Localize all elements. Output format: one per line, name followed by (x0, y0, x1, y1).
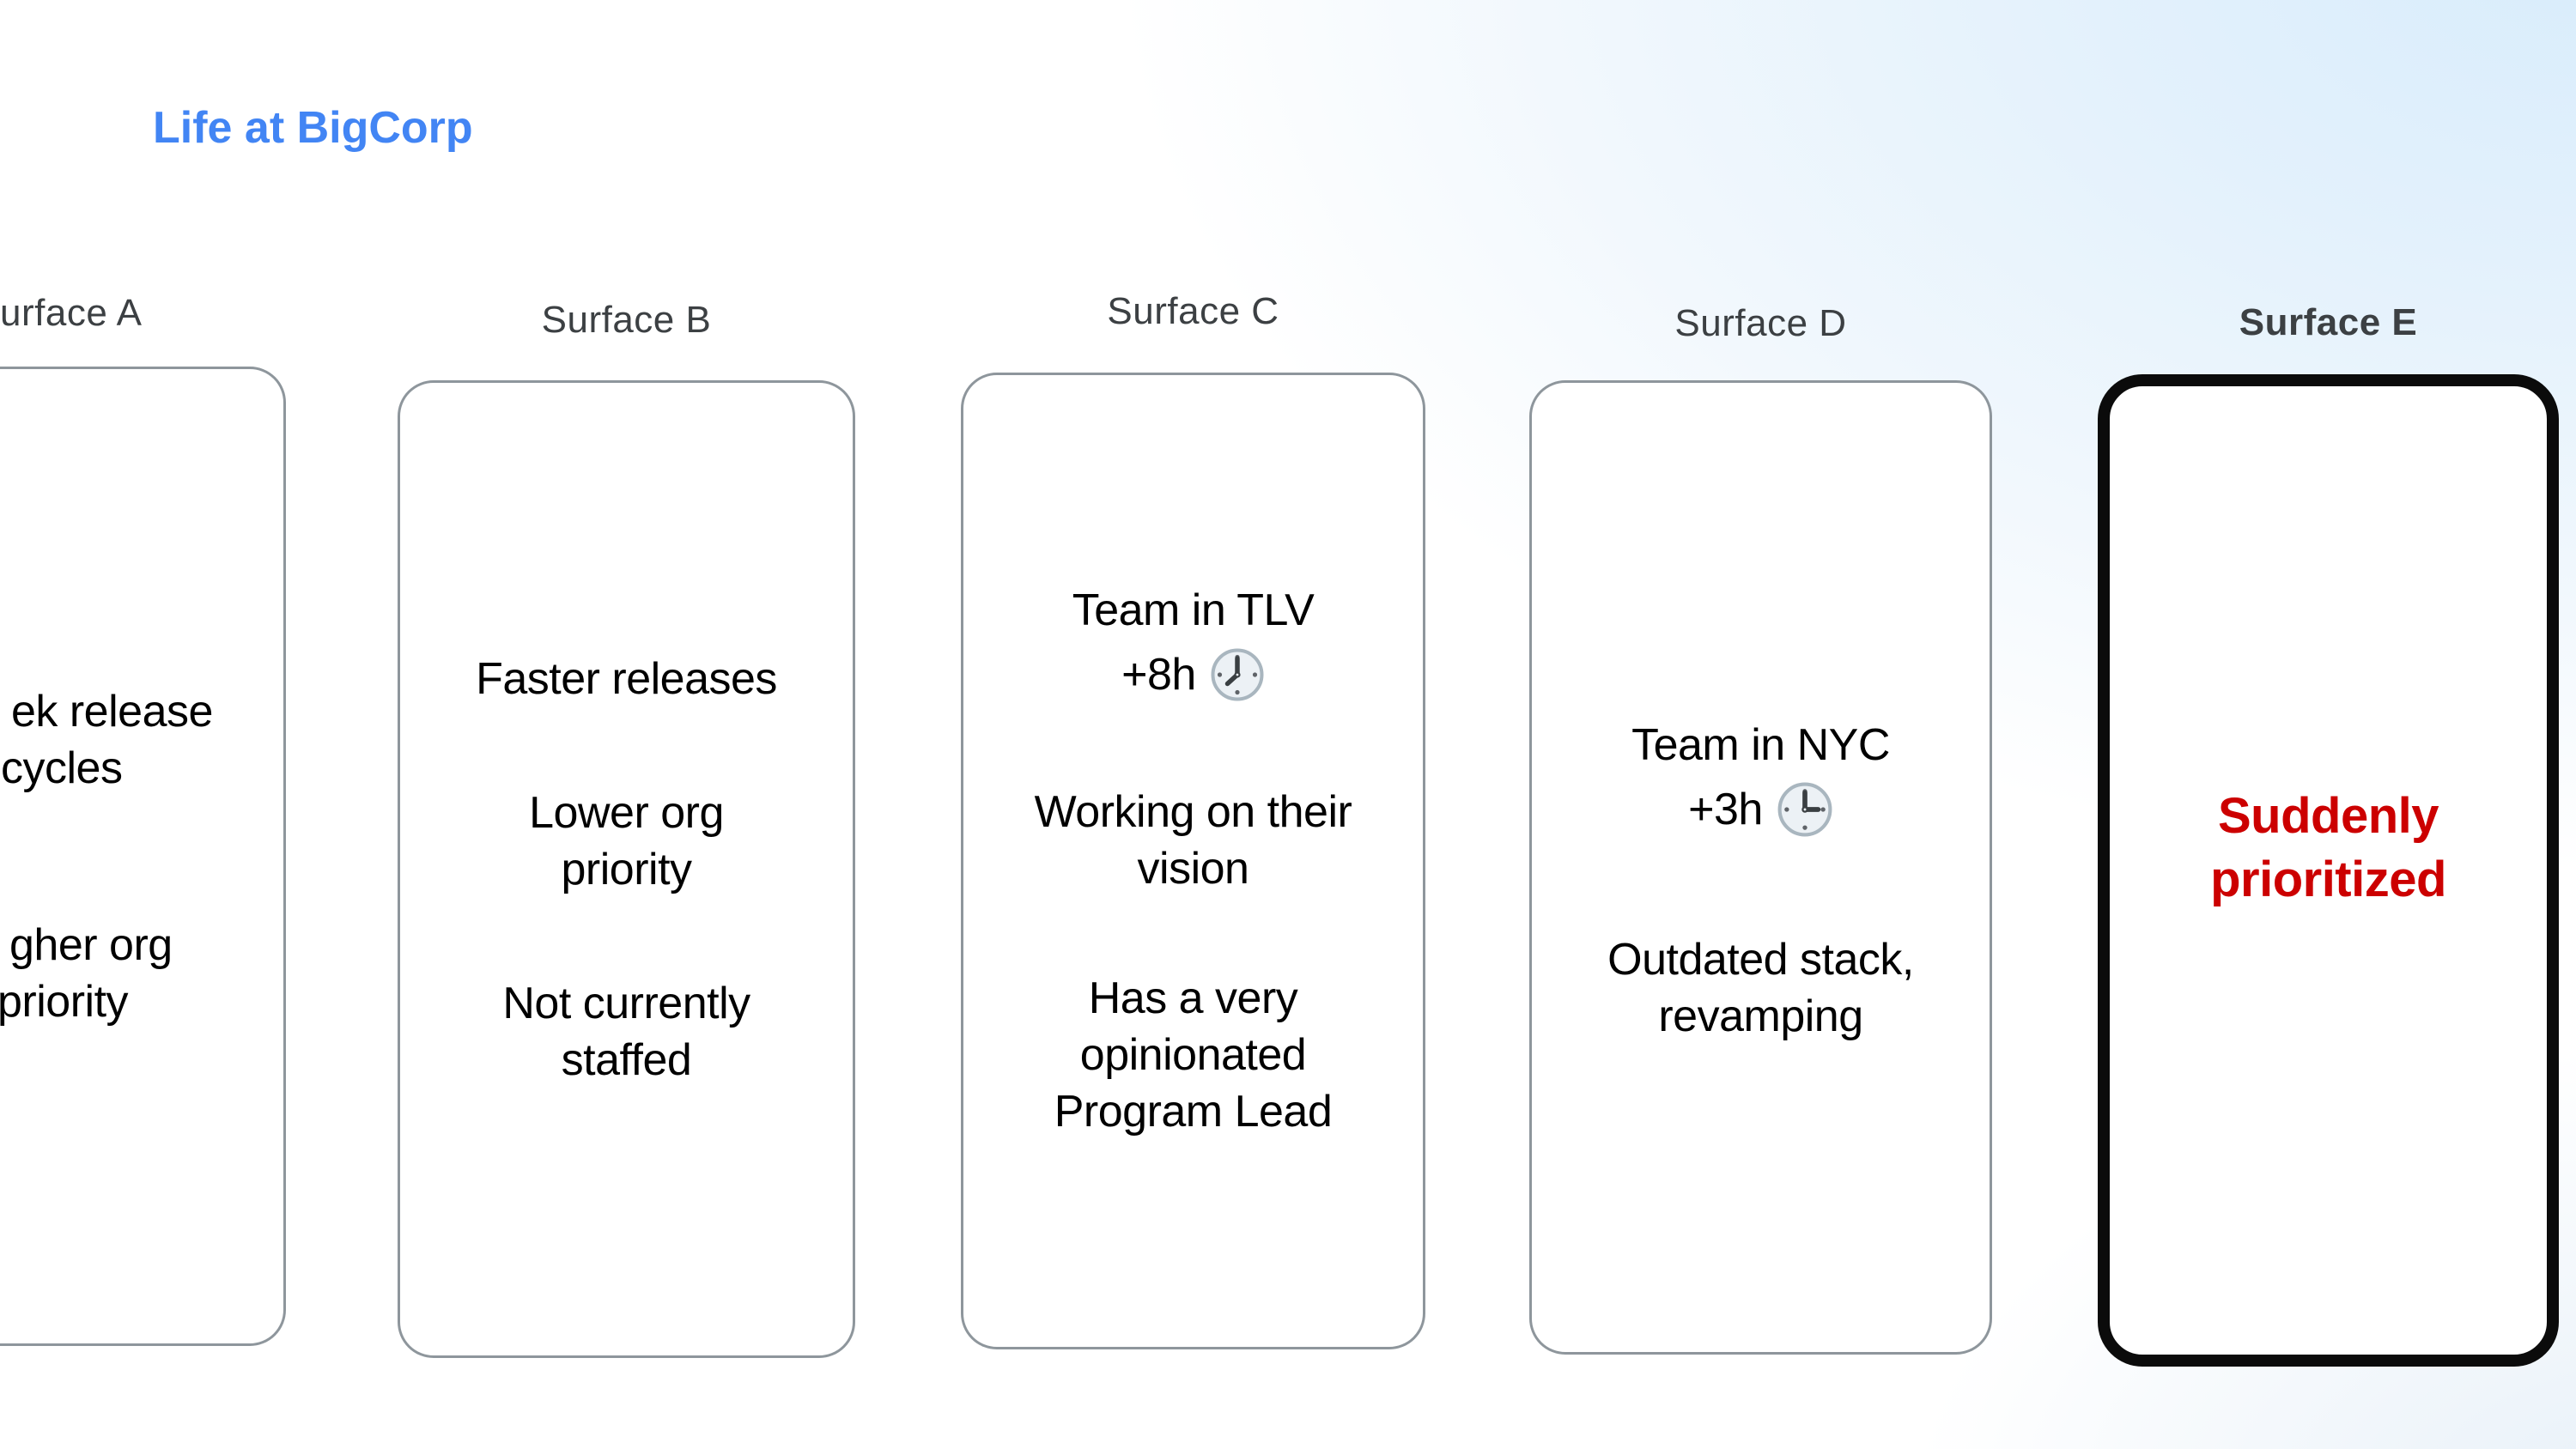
surface-d-label: Surface D (1674, 302, 1847, 344)
surface-a-column: urface A ek release cycles gher org prio… (0, 0, 286, 1449)
surface-b-point-faster-releases: Faster releases (476, 653, 777, 704)
surface-a-text-fragment: priority (0, 976, 129, 1027)
surface-c-point-vision: Working on their vision (1034, 787, 1352, 894)
surface-a-card-content: ek release cycles gher org priority (0, 683, 283, 1030)
surface-b-label: Surface B (541, 299, 712, 341)
surface-b-column: Surface B Faster releases Lower org prio… (398, 0, 855, 1449)
surface-d-card: Team in NYC +3h (1529, 380, 1992, 1355)
surface-c-point-program-lead: Has a very opinionated Program Lead (1054, 973, 1333, 1137)
surface-b-point-lower-priority: Lower org priority (529, 787, 724, 894)
clock-eight-oclock-icon (1211, 648, 1264, 701)
surface-a-label: urface A (0, 292, 143, 334)
surface-c-label: Surface C (1107, 290, 1279, 332)
surface-c-card: Team in TLV +8h (961, 373, 1425, 1349)
surface-b-card: Faster releases Lower org priority Not c… (398, 380, 855, 1358)
surface-e-label: Surface E (2239, 301, 2418, 343)
slide-title: Life at BigCorp (153, 103, 473, 153)
surface-d-card-content: Team in NYC +3h (1532, 717, 1990, 1045)
surface-e-point-suddenly-prioritized: Suddenly prioritized (2210, 788, 2446, 907)
surface-a-text-fragment: ek release (11, 686, 213, 737)
surface-c-column: Surface C Team in TLV +8h (961, 0, 1425, 1449)
surface-d-timezone-offset: +3h (1688, 784, 1763, 834)
surface-a-card: ek release cycles gher org priority (0, 367, 286, 1346)
surface-d-team-line: Team in NYC (1631, 719, 1890, 770)
surface-d-column: Surface D Team in NYC +3h (1529, 0, 1992, 1449)
surface-c-timezone-offset: +8h (1121, 650, 1196, 700)
surface-c-card-content: Team in TLV +8h (963, 582, 1423, 1140)
surface-a-text-fragment: cycles (1, 743, 123, 793)
surface-c-timezone-line: +8h (963, 639, 1423, 711)
surface-e-card-content: Suddenly prioritized (2110, 785, 2547, 912)
surface-b-card-content: Faster releases Lower org priority Not c… (400, 651, 853, 1088)
surface-e-card: Suddenly prioritized (2098, 374, 2559, 1367)
surface-e-column: Surface E Suddenly prioritized (2098, 0, 2559, 1449)
clock-three-oclock-icon (1777, 782, 1832, 836)
surface-b-point-not-staffed: Not currently staffed (502, 978, 750, 1085)
surface-a-point-org-priority: gher org priority (0, 917, 283, 1030)
surface-d-point-team-location: Team in NYC +3h (1532, 717, 1990, 846)
surface-c-team-line: Team in TLV (1072, 585, 1315, 635)
surface-a-point-release-cycles: ek release cycles (0, 683, 283, 797)
surface-c-point-team-location: Team in TLV +8h (963, 582, 1423, 711)
surface-d-point-outdated-stack: Outdated stack, revamping (1607, 934, 1914, 1041)
surface-d-timezone-line: +3h (1532, 773, 1990, 846)
surface-a-text-fragment: gher org (9, 919, 173, 970)
